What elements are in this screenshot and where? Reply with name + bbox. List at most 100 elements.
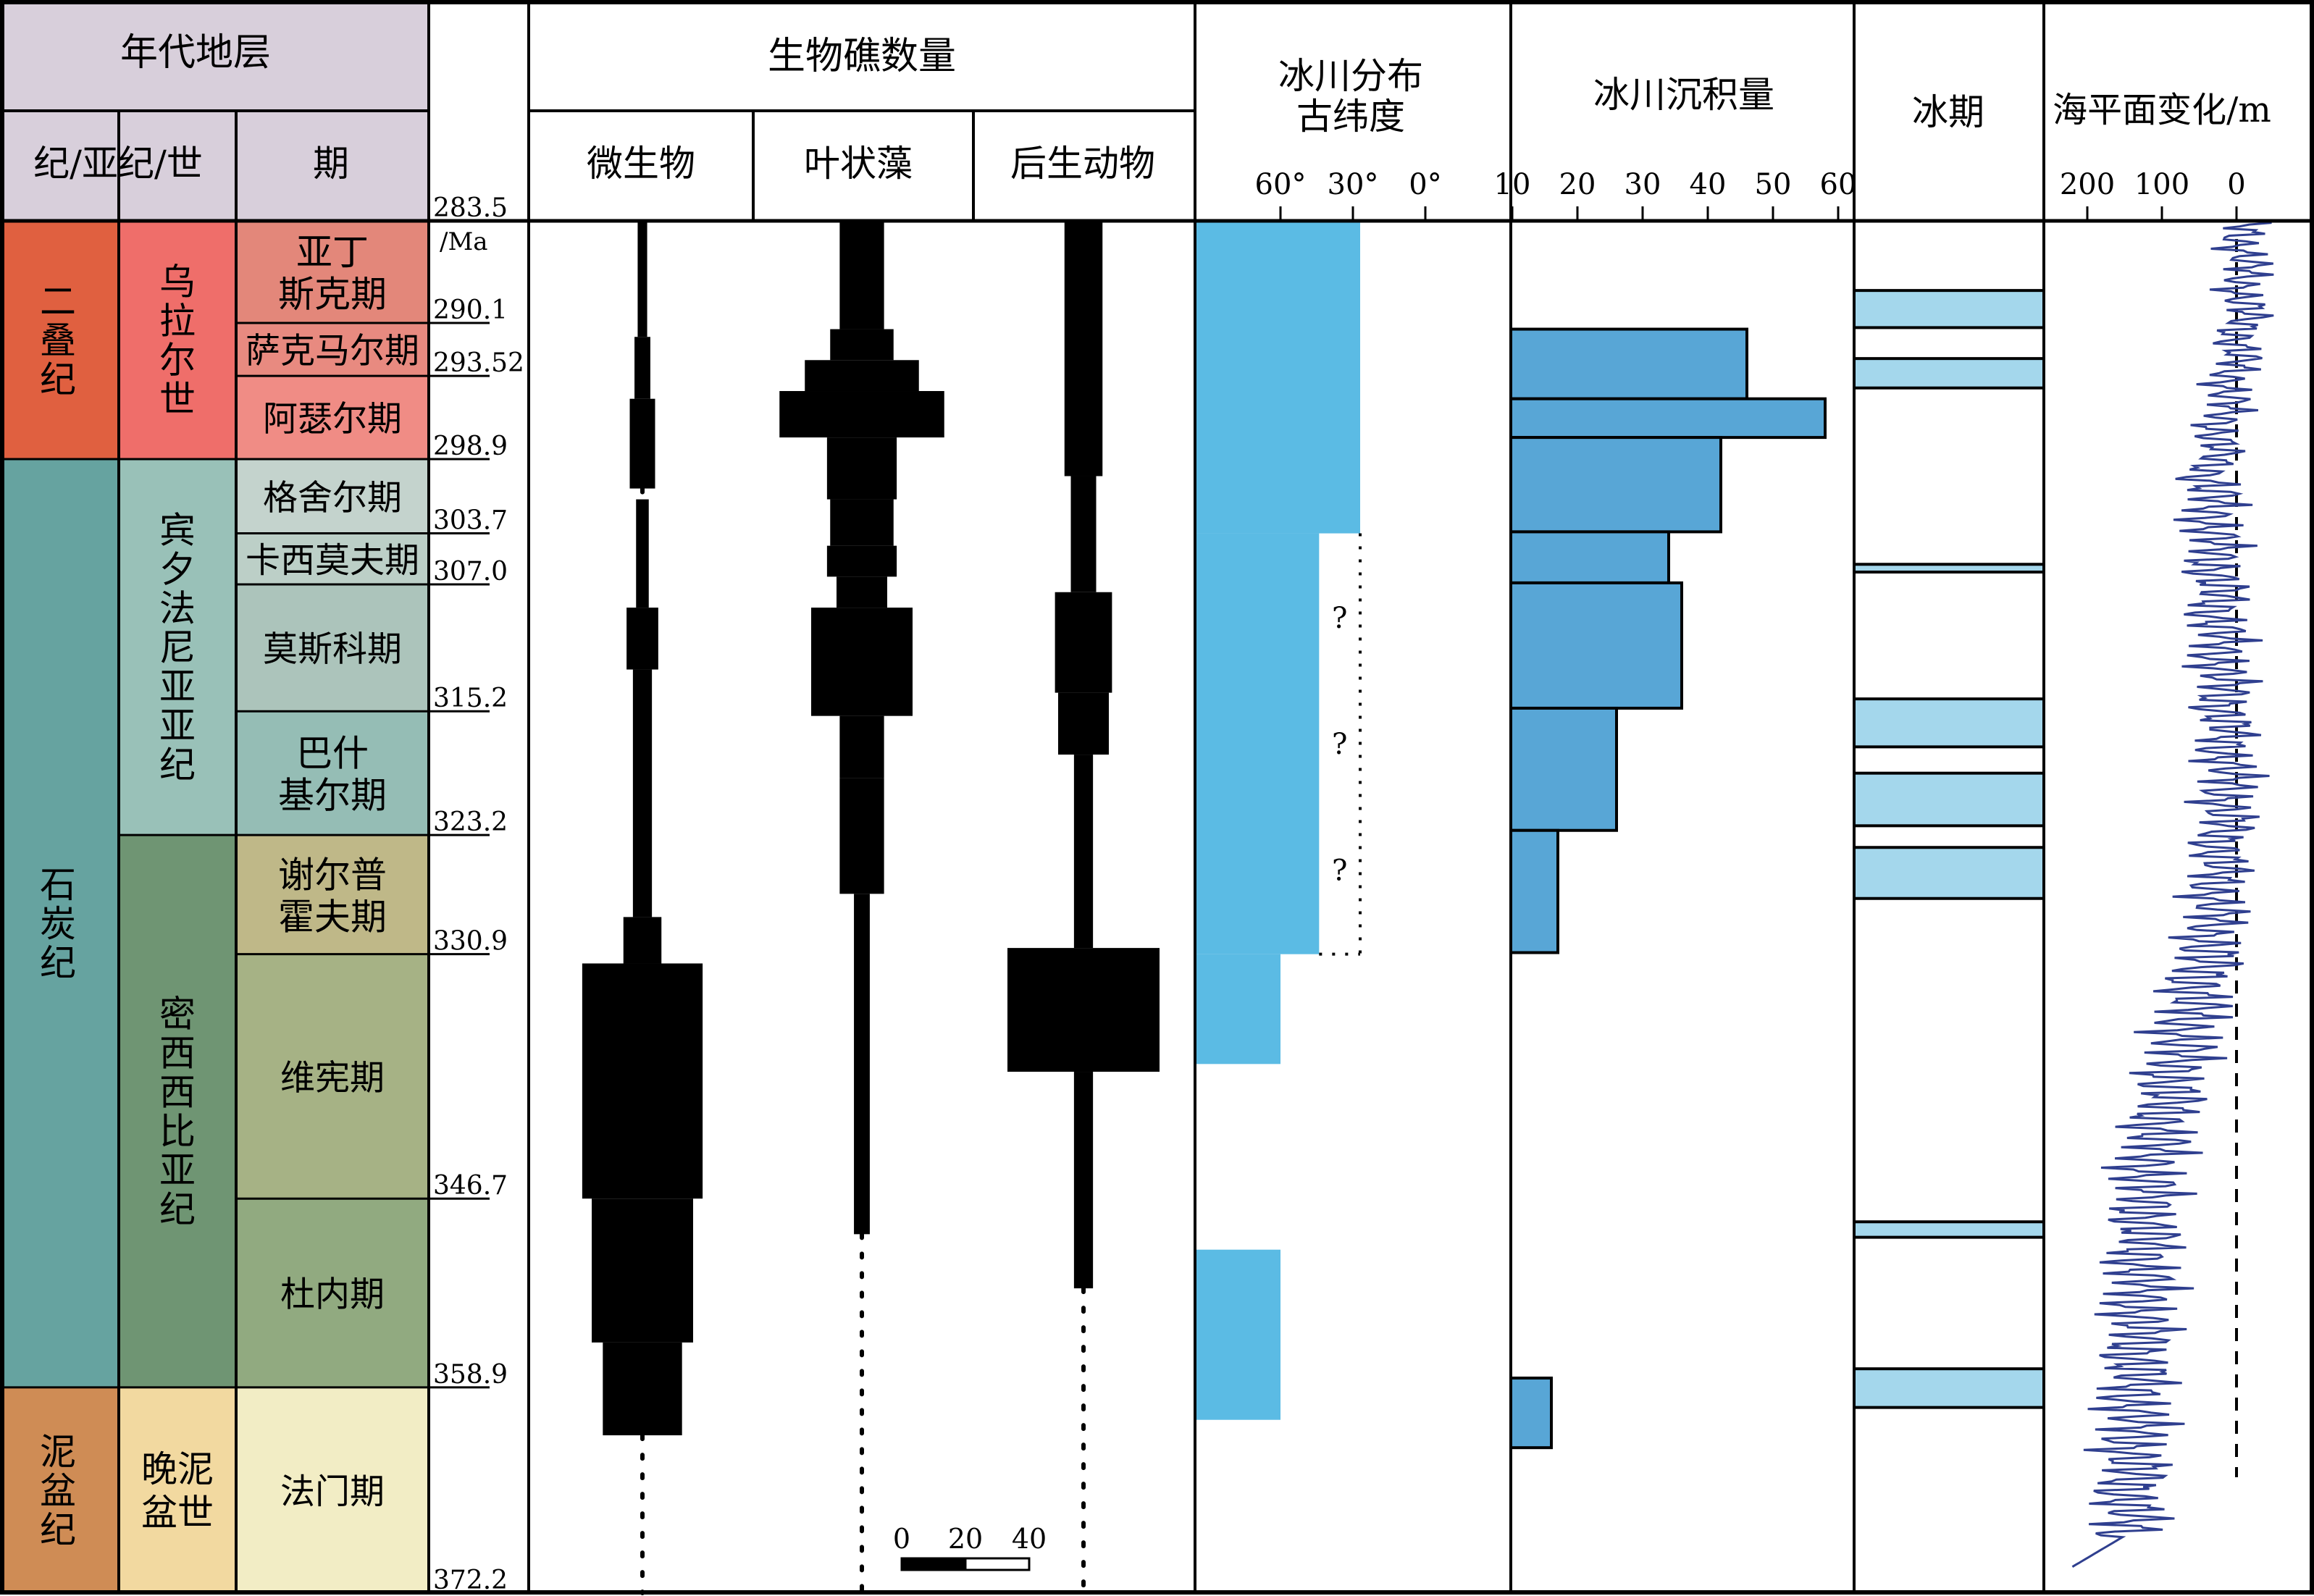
subperiod-label-line: 盆世 bbox=[141, 1492, 214, 1534]
stage-label-line: 谢尔普 bbox=[278, 854, 387, 896]
reef-bar bbox=[854, 894, 870, 1235]
age-label: 358.9 bbox=[433, 1360, 508, 1390]
header-metazoan: 后生动物 bbox=[1010, 143, 1155, 185]
period-label-char: 石 bbox=[40, 864, 76, 906]
stage-label: 萨克马尔期 bbox=[246, 331, 419, 371]
age-label: 303.7 bbox=[433, 506, 508, 536]
header-row: 年代地层 纪/亚纪/世 期 生物礁数量 微生物 叶状藻 后生动物 冰川分布 古纬… bbox=[33, 31, 2271, 256]
subperiod-label-char: 夕 bbox=[159, 549, 196, 591]
subperiod-label-char: 乌 bbox=[159, 261, 196, 303]
subperiod-label-char: 比 bbox=[159, 1111, 196, 1153]
header-chronostrat: 年代地层 bbox=[120, 31, 271, 75]
reef-bar bbox=[603, 1342, 682, 1436]
stage-label-line: 基尔期 bbox=[278, 775, 387, 817]
stage-label: 格舍尔期 bbox=[263, 477, 402, 518]
header-period-epoch: 纪/亚纪/世 bbox=[33, 143, 203, 185]
stage-column: 亚丁斯克期萨克马尔期阿瑟尔期格舍尔期卡西莫夫期莫斯科期巴什基尔期谢尔普霍夫期维宪… bbox=[236, 221, 429, 1593]
stage-label-line: 法门期 bbox=[280, 1471, 385, 1512]
subperiod-label-char: 纪 bbox=[159, 744, 196, 786]
question-mark: ? bbox=[1332, 602, 1347, 635]
period-label-char: 二 bbox=[40, 281, 76, 323]
scale-bar-label: 0 bbox=[893, 1523, 910, 1555]
period-label-char: 炭 bbox=[40, 903, 76, 945]
age-label: 315.2 bbox=[433, 684, 508, 713]
reef-bar bbox=[1070, 476, 1097, 592]
stage-label-line: 斯克期 bbox=[278, 274, 387, 316]
deposit-label: 50 bbox=[1755, 168, 1792, 201]
reef-bar bbox=[839, 715, 884, 778]
reef-bar bbox=[1007, 948, 1160, 1072]
period-label: 石炭纪 bbox=[40, 864, 76, 984]
stage-cell bbox=[236, 584, 429, 712]
scale-bar-label: 40 bbox=[1012, 1523, 1047, 1555]
age-label: 283.5 bbox=[433, 193, 508, 223]
deposit-label: 30 bbox=[1625, 168, 1661, 201]
reef-bar bbox=[1064, 221, 1103, 476]
stage-label-line: 杜内期 bbox=[280, 1274, 385, 1315]
subperiod-label-char: 拉 bbox=[159, 301, 196, 343]
deposit-bar bbox=[1509, 1377, 1553, 1450]
glacial-interval bbox=[1853, 1367, 2045, 1409]
glacier-latitude-panel: 60°30°0°??? bbox=[1195, 168, 1442, 1420]
glacier-range bbox=[1195, 221, 1360, 534]
age-unit-label: /Ma bbox=[440, 227, 488, 256]
age-label: 293.52 bbox=[433, 348, 524, 378]
age-label: 307.0 bbox=[433, 557, 508, 587]
stage-cell bbox=[236, 533, 429, 585]
subperiod-label-char: 尼 bbox=[159, 627, 196, 669]
reef-bar bbox=[826, 545, 897, 577]
glacier-range bbox=[1195, 533, 1320, 954]
reef-bar bbox=[811, 608, 913, 716]
latitude-label: 60° bbox=[1255, 168, 1307, 201]
age-label: 346.7 bbox=[433, 1171, 508, 1201]
reef-bar bbox=[839, 778, 884, 894]
scale-bar-white bbox=[964, 1557, 1031, 1571]
period-label: 二叠纪 bbox=[40, 281, 76, 401]
reef-bar bbox=[637, 221, 647, 337]
reef-bar bbox=[830, 329, 894, 361]
reef-bar bbox=[826, 437, 897, 500]
sea-level-curve bbox=[2071, 219, 2274, 1568]
question-mark: ? bbox=[1332, 728, 1347, 761]
deposit-bar bbox=[1509, 327, 1748, 400]
period-label-char: 泥 bbox=[40, 1431, 76, 1473]
header-glacier-distribution: 冰川分布 bbox=[1278, 55, 1423, 97]
subperiod-label-char: 西 bbox=[159, 1033, 196, 1075]
glacial-interval bbox=[1853, 289, 2045, 329]
stage-label: 莫斯科期 bbox=[263, 629, 402, 670]
reef-bar bbox=[636, 499, 649, 608]
reef-bar bbox=[623, 917, 662, 964]
glacier-range bbox=[1195, 954, 1280, 1064]
stage-cell bbox=[236, 459, 429, 534]
deposit-bar bbox=[1509, 828, 1559, 954]
stage-label-line: 阿瑟尔期 bbox=[263, 399, 402, 440]
subperiod-label-char: 宾 bbox=[159, 510, 196, 552]
age-label: 323.2 bbox=[433, 807, 508, 837]
latitude-label: 30° bbox=[1328, 168, 1379, 201]
period-cell bbox=[3, 1387, 119, 1593]
glacial-deposit-panel: 102030405060 bbox=[1494, 168, 1856, 1450]
subperiod-label-line: 晚泥 bbox=[141, 1448, 214, 1490]
reef-bar bbox=[626, 608, 658, 670]
reef-bar bbox=[582, 963, 703, 1199]
header-reef-count: 生物礁数量 bbox=[768, 35, 956, 78]
stage-cell bbox=[236, 1387, 429, 1593]
reef-bar bbox=[830, 499, 894, 546]
header-sea-level: 海平面变化/m bbox=[2053, 90, 2271, 130]
reef-bar bbox=[805, 360, 919, 392]
subperiod-cell bbox=[119, 221, 236, 460]
deposit-bar bbox=[1509, 581, 1683, 710]
stage-label: 杜内期 bbox=[280, 1274, 385, 1315]
